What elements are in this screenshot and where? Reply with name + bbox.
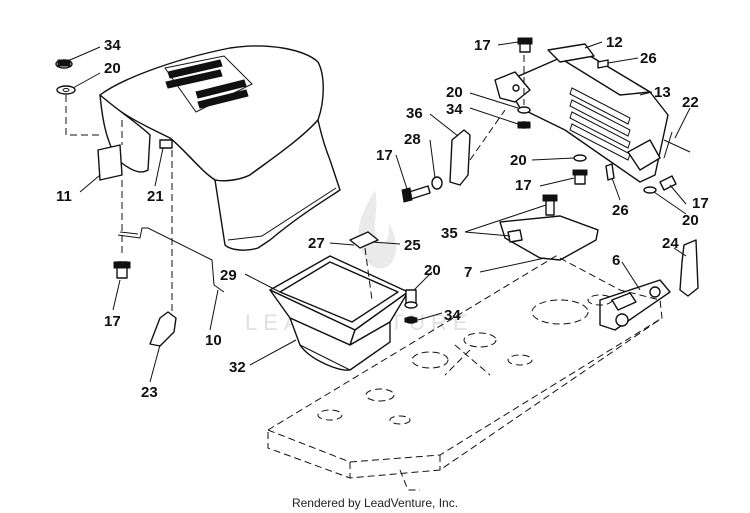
callout-20-hood-washer: 20 <box>104 60 121 77</box>
callouts: 34 20 11 21 17 10 23 27 25 29 32 20 34 1… <box>56 34 709 401</box>
battery-tray <box>269 255 409 371</box>
side-bracket-24 <box>679 239 699 297</box>
callout-20-right-washer: 20 <box>682 212 699 229</box>
callout-17-right-bolt: 17 <box>692 195 709 212</box>
callout-17-left-bolt: 17 <box>104 313 121 330</box>
callout-11: 11 <box>56 188 72 205</box>
callout-25: 25 <box>404 237 421 254</box>
grille-bolts <box>517 37 677 194</box>
grille-cover-plate <box>547 43 595 63</box>
callout-21: 21 <box>147 188 164 205</box>
hood <box>97 45 341 251</box>
grille-panel <box>494 55 669 183</box>
battery-strap <box>349 231 379 301</box>
bolt-left <box>113 261 131 279</box>
callout-24: 24 <box>662 235 679 252</box>
callout-7: 7 <box>464 264 472 281</box>
dash-support-bracket <box>499 194 599 261</box>
callout-20-tray-washer: 20 <box>424 262 441 279</box>
grille-clips <box>597 59 615 181</box>
callout-10: 10 <box>205 332 222 349</box>
flame-logo-icon <box>358 190 397 269</box>
callout-26-top-clip: 26 <box>640 50 657 67</box>
callout-26-lower-clip: 26 <box>612 202 629 219</box>
callout-34-tray-nut: 34 <box>444 307 461 324</box>
callout-36: 36 <box>406 105 423 122</box>
callout-34-grille-nut: 34 <box>446 101 463 118</box>
grille-pin <box>663 131 691 159</box>
frame <box>267 255 663 491</box>
callout-17-top-bolt: 17 <box>474 37 491 54</box>
callout-6: 6 <box>612 252 620 269</box>
callout-17-mid-bolt: 17 <box>515 177 532 194</box>
frame-holes <box>317 294 613 425</box>
callout-27: 27 <box>308 235 325 252</box>
callout-29: 29 <box>220 267 237 284</box>
hood-support-rod <box>117 150 225 312</box>
leader-lines <box>69 41 691 383</box>
callout-35: 35 <box>441 225 458 242</box>
tray-hardware <box>404 289 418 324</box>
callout-32: 32 <box>229 359 246 376</box>
callout-22: 22 <box>682 94 699 111</box>
grille-slots <box>569 87 631 161</box>
callout-20-grille-washer: 20 <box>446 84 463 101</box>
callout-12: 12 <box>606 34 623 51</box>
callout-20-mid-washer: 20 <box>510 152 527 169</box>
dash-side-bracket <box>401 109 506 203</box>
hood-top-hardware <box>55 59 123 145</box>
callout-28: 28 <box>404 131 421 148</box>
callout-17-bracket-bolt: 17 <box>376 147 393 164</box>
hood-clip <box>149 311 177 347</box>
callout-13: 13 <box>654 84 671 101</box>
callout-23: 23 <box>141 384 158 401</box>
front-axle-assembly <box>599 279 671 331</box>
callout-34-hood-nut: 34 <box>104 37 121 54</box>
footer-credit: Rendered by LeadVenture, Inc. <box>291 496 459 510</box>
